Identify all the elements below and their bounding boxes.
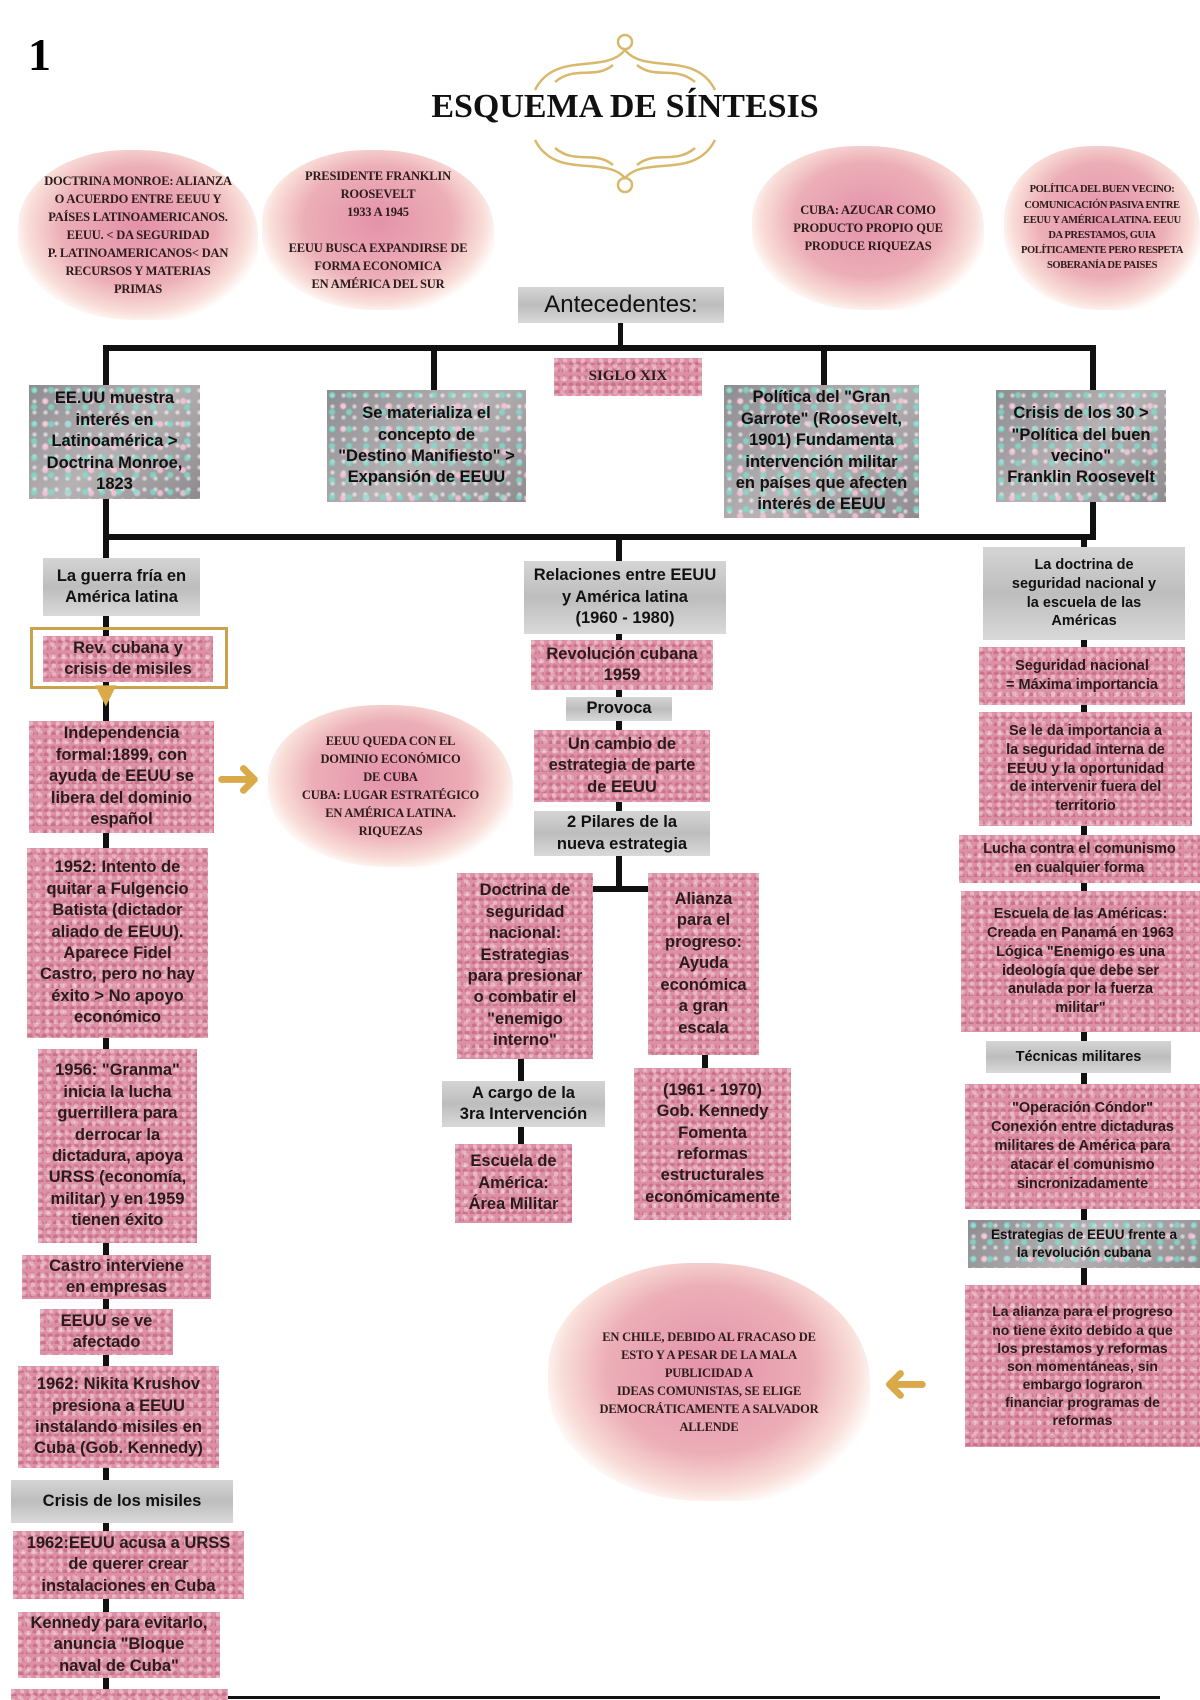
ornament-frame-icon xyxy=(533,33,717,194)
provoca-label: Provoca xyxy=(566,697,672,721)
arrow-right-icon: ➜ xyxy=(215,746,262,809)
page-number: 1 xyxy=(28,29,51,80)
siglo-xix-label: SIGLO XIX xyxy=(554,358,702,396)
arrow-left-icon: ➜ xyxy=(882,1351,929,1414)
operacion-condor-box: "Operación Cóndor" Conexión entre dictad… xyxy=(965,1084,1200,1209)
revolucion-1959-box: Revolución cubana 1959 xyxy=(531,640,713,690)
partial-box xyxy=(11,1689,228,1700)
cloud-dominio-cuba: EEUU QUEDA CON EL DOMINIO ECONÓMICO DE C… xyxy=(268,705,513,867)
intento-1952-box: 1952: Intento de quitar a Fulgencio Bati… xyxy=(27,848,208,1038)
krushov-1962-box: 1962: Nikita Krushov presiona a EEUU ins… xyxy=(18,1366,219,1468)
crisis-misiles-header: Crisis de los misiles xyxy=(11,1480,233,1523)
cloud-chile-allende: EN CHILE, DEBIDO AL FRACASO DE ESTO Y A … xyxy=(548,1263,870,1501)
escuela-americas-box: Escuela de las Américas: Creada en Panam… xyxy=(961,891,1200,1032)
bloqueo-naval-box: Kennedy para evitarlo, anuncia "Bloque n… xyxy=(18,1612,220,1678)
eeuu-afectado-box: EEUU se ve afectado xyxy=(40,1309,173,1355)
antecedente-crisis-30: Crisis de los 30 > "Política del buen ve… xyxy=(996,390,1166,502)
lucha-comunismo-box: Lucha contra el comunismo en cualquier f… xyxy=(959,835,1200,883)
tecnicas-militares-label: Técnicas militares xyxy=(986,1041,1171,1073)
cloud-doctrina-monroe: DOCTRINA MONROE: ALIANZA O ACUERDO ENTRE… xyxy=(18,150,258,320)
antecedente-gran-garrote: Política del "Gran Garrote" (Roosevelt, … xyxy=(724,385,919,518)
antecedente-destino-manifiesto: Se materializa el concepto de "Destino M… xyxy=(327,390,526,502)
doctrina-seguridad-box: Doctrina de seguridad nacional: Estrateg… xyxy=(457,873,593,1059)
page-title: ESQUEMA DE SÍNTESIS xyxy=(431,88,819,125)
pilares-label: 2 Pilares de la nueva estrategia xyxy=(534,811,710,856)
alianza-fracaso-box: La alianza para el progreso no tiene éxi… xyxy=(965,1285,1200,1447)
guerra-fria-header: La guerra fría en América latina xyxy=(43,558,200,616)
seguridad-nacional-box: Seguridad nacional = Máxima importancia xyxy=(979,647,1185,705)
cloud-cuba-azucar: CUBA: AZUCAR COMO PRODUCTO PROPIO QUE PR… xyxy=(752,146,984,310)
cloud-buen-vecino: POLÍTICA DEL BUEN VECINO: COMUNICACIÓN P… xyxy=(1004,146,1200,310)
antecedente-doctrina-monroe: EE.UU muestra interés en Latinoamérica >… xyxy=(29,385,200,499)
cloud-roosevelt: PRESIDENTE FRANKLIN ROOSEVELT 1933 A 194… xyxy=(262,150,494,310)
independencia-box: Independencia formal:1899, con ayuda de … xyxy=(29,721,214,833)
rev-cubana-misiles: Rev. cubana y crisis de misiles xyxy=(43,636,213,682)
seguridad-interna-box: Se le da importancia a la seguridad inte… xyxy=(979,712,1192,826)
a-cargo-label: A cargo de la 3ra Intervención xyxy=(442,1081,605,1127)
relaciones-header: Relaciones entre EEUU y América latina (… xyxy=(524,561,726,634)
cambio-estrategia-box: Un cambio de estrategia de parte de EEUU xyxy=(534,730,710,802)
eeuu-acusa-box: 1962:EEUU acusa a URSS de querer crear i… xyxy=(13,1531,244,1599)
alianza-progreso-box: Alianza para el progreso: Ayuda económic… xyxy=(648,873,759,1055)
antecedentes-label: Antecedentes: xyxy=(518,287,724,323)
granma-1956-box: 1956: "Granma" inicia la lucha guerrille… xyxy=(38,1049,197,1243)
escuela-america-box: Escuela de América: Área Militar xyxy=(455,1144,572,1223)
doctrina-escuela-header: La doctrina de seguridad nacional y la e… xyxy=(983,547,1185,640)
rev-cubana-frame xyxy=(30,627,228,689)
castro-interviene-box: Castro interviene en empresas xyxy=(22,1255,211,1299)
kennedy-reformas-box: (1961 - 1970) Gob. Kennedy Fomenta refor… xyxy=(634,1068,791,1220)
arrow-down-icon: ▼ xyxy=(88,673,124,714)
estrategias-cuba-header: Estrategias de EEUU frente a la revoluci… xyxy=(968,1220,1200,1268)
